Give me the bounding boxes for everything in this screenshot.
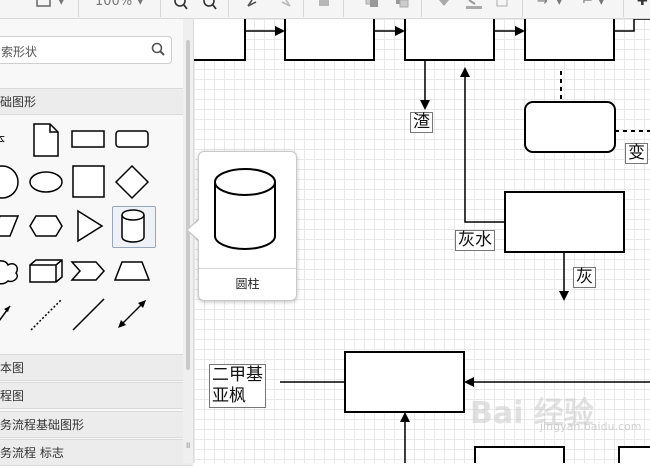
shape-palette: 本 [0, 114, 193, 354]
process-box [284, 19, 375, 61]
trapezoid-shape[interactable] [112, 251, 152, 291]
connector-arrow [460, 67, 505, 223]
label-ash-water[interactable]: 灰水 [455, 230, 495, 251]
search-icon[interactable] [151, 42, 165, 56]
waypoint-dropdown-icon[interactable]: ▾ [598, 0, 605, 9]
page-view-dropdown-icon[interactable]: ▾ [58, 0, 65, 9]
toolbar-divider [303, 0, 304, 17]
label-dmac[interactable]: 二甲基 亚枫 [209, 364, 266, 408]
connection-arrow-icon[interactable]: → [537, 0, 548, 9]
toolbar-divider [228, 0, 229, 17]
label-dmac-line2: 亚枫 [212, 386, 246, 406]
bidirectional-arrow-shape[interactable] [112, 294, 152, 334]
square-shape[interactable] [68, 162, 108, 202]
watermark-url: jingyan.baidu.com [540, 420, 642, 433]
label-ash[interactable]: 灰 [573, 267, 596, 288]
waypoint-icon[interactable]: ⌐ [582, 0, 593, 9]
process-box [504, 191, 625, 253]
text-shape-label: 本 [0, 131, 5, 147]
section-item-label: 务流程 标志 [0, 446, 64, 460]
toolbar-divider [522, 0, 523, 17]
insert-plus-icon[interactable]: ✚ [637, 0, 648, 9]
toolbar-divider [160, 0, 161, 17]
connector-arrow [614, 19, 650, 32]
process-box [524, 19, 615, 61]
zoom-out-icon[interactable] [203, 0, 217, 10]
toolbar-divider [343, 0, 344, 17]
section-item-label: 务流程基础图形 [0, 418, 85, 432]
to-front-icon[interactable] [365, 0, 379, 8]
toolbar-divider [623, 0, 624, 17]
toolbar-divider [421, 0, 422, 17]
shape-sidebar: 索形状 础图形 本 [0, 19, 194, 466]
process-box [194, 19, 246, 61]
zoom-level[interactable]: 100% [95, 0, 133, 9]
note-shape[interactable] [26, 119, 66, 159]
sidebar-scrollbar-thumb[interactable] [186, 40, 190, 370]
arrow-line-shape[interactable] [0, 294, 32, 334]
line-shape[interactable] [68, 294, 108, 334]
shadow-icon[interactable] [496, 0, 510, 8]
section-basic-shapes-label: 础图形 [0, 95, 37, 109]
delete-icon[interactable] [318, 0, 330, 8]
process-box [404, 19, 495, 61]
undo-icon[interactable] [246, 0, 260, 8]
process-box [618, 446, 650, 463]
diagram-drawing [194, 19, 650, 463]
popup-pointer-fill [188, 220, 199, 240]
cylinder-shape[interactable] [112, 206, 156, 248]
hexagon-shape[interactable] [26, 206, 66, 246]
dotted-line-shape[interactable] [26, 294, 66, 334]
shape-preview-label: 圆柱 [199, 268, 296, 300]
process-box [344, 351, 465, 413]
parallelogram-shape[interactable] [0, 206, 32, 246]
label-slag[interactable]: 渣 [410, 112, 433, 133]
watermark-logo: Bai 经验 [470, 396, 594, 431]
text-shape[interactable]: 本 [0, 119, 32, 159]
section-item-label: 程图 [0, 389, 25, 403]
triangle-shape[interactable] [68, 206, 108, 246]
cylinder-preview-icon [214, 168, 276, 250]
shape-preview-popup: 圆柱 [198, 151, 297, 301]
line-color-icon[interactable] [465, 0, 483, 10]
label-dmac-line1: 二甲基 [212, 365, 263, 385]
cloud-shape[interactable] [0, 251, 32, 291]
diamond-shape[interactable] [112, 162, 152, 202]
process-box [474, 446, 565, 463]
rounded-rectangle-shape[interactable] [112, 119, 152, 159]
toolbar-divider [78, 0, 79, 17]
ellipse-shape[interactable] [26, 162, 66, 202]
zoom-in-icon[interactable] [174, 0, 188, 10]
page-view-icon[interactable] [36, 0, 52, 8]
toolbar: ▾ 100% ▾ → ▾ ⌐ ▾ ✚ [0, 0, 650, 19]
search-placeholder: 索形状 [1, 45, 38, 59]
connection-dropdown-icon[interactable]: ▾ [556, 0, 563, 9]
zoom-dropdown-icon[interactable]: ▾ [137, 0, 144, 9]
rounded-process-box [524, 101, 616, 153]
section-item[interactable]: 程图 [0, 382, 193, 409]
cube-shape[interactable] [26, 251, 66, 291]
rectangle-shape[interactable] [68, 119, 108, 159]
shape-search-box[interactable]: 索形状 [0, 36, 172, 64]
to-back-icon[interactable] [395, 0, 409, 8]
section-item[interactable]: 本图 [0, 354, 193, 381]
section-basic-shapes[interactable]: 础图形 [0, 88, 193, 115]
section-item-label: 本图 [0, 361, 25, 375]
step-shape[interactable] [68, 251, 108, 291]
section-item[interactable]: 务流程 标志 [0, 439, 193, 466]
resize-grip-icon[interactable]: ॥ [185, 441, 191, 451]
fill-color-icon[interactable] [437, 0, 451, 8]
label-change[interactable]: 变 [625, 143, 648, 164]
section-item[interactable]: 务流程基础图形 [0, 411, 193, 438]
redo-icon[interactable] [278, 0, 292, 8]
circle-shape[interactable] [0, 162, 32, 202]
